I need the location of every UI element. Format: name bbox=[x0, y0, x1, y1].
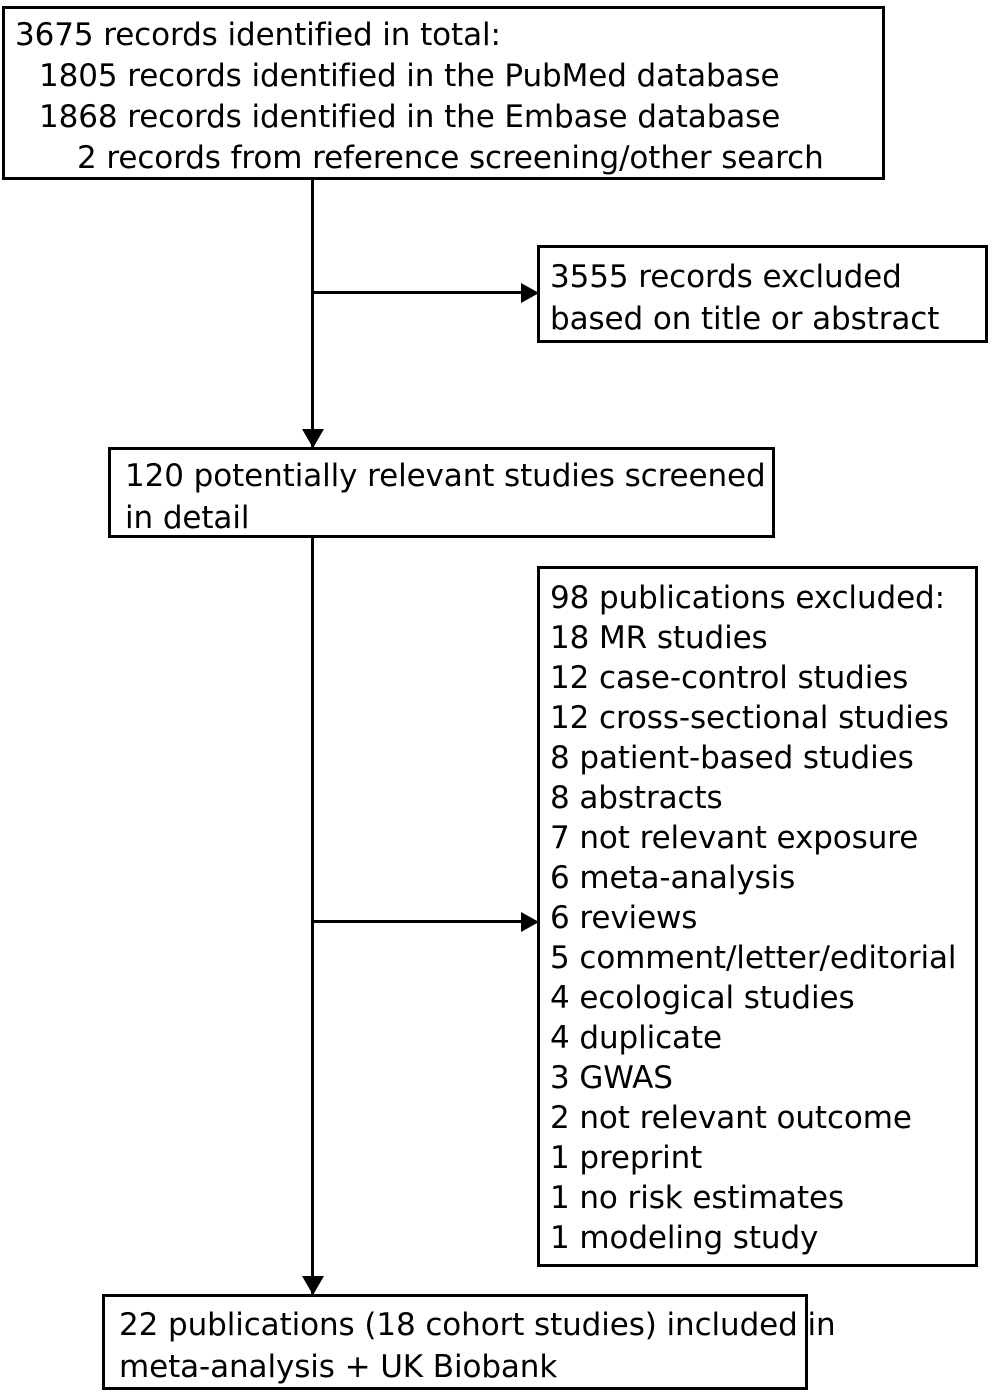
exclusion-reason-preprint: 1 preprint bbox=[550, 1140, 703, 1176]
box-excluded-title-abstract: 3555 records excluded based on title or … bbox=[537, 245, 988, 343]
exclusion-reason-gwas: 3 GWAS bbox=[550, 1060, 673, 1096]
exclusion-reason-patient-based: 8 patient-based studies bbox=[550, 740, 914, 776]
box-screened-in-detail: 120 potentially relevant studies screene… bbox=[108, 447, 775, 538]
exclusion-reason-case-control: 12 case-control studies bbox=[550, 660, 909, 696]
connector-branch-publications-excluded bbox=[311, 920, 523, 923]
included-line-1: 22 publications (18 cohort studies) incl… bbox=[119, 1307, 836, 1343]
connector-trunk-vertical bbox=[311, 180, 314, 1300]
exclusion-reason-cross-sectional: 12 cross-sectional studies bbox=[550, 700, 949, 736]
exclusion-reason-modeling-study: 1 modeling study bbox=[550, 1220, 819, 1256]
exclusion-reason-not-relevant-exposure: 7 not relevant exposure bbox=[550, 820, 919, 856]
included-line-2: meta-analysis + UK Biobank bbox=[119, 1349, 558, 1385]
box-excluded-title-abstract-text: 3555 records excluded based on title or … bbox=[540, 248, 985, 340]
screened-in-detail-line-2: in detail bbox=[125, 500, 250, 536]
connector-branch-excluded-title-abstract bbox=[311, 291, 523, 294]
exclusion-reason-meta-analysis: 6 meta-analysis bbox=[550, 860, 796, 896]
records-line-total: 3675 records identified in total: bbox=[15, 17, 501, 53]
box-records-identified: 3675 records identified in total: 1805 r… bbox=[2, 6, 885, 180]
exclusion-reason-reviews: 6 reviews bbox=[550, 900, 698, 936]
exclusion-reason-ecological: 4 ecological studies bbox=[550, 980, 855, 1016]
screened-in-detail-line-1: 120 potentially relevant studies screene… bbox=[125, 458, 766, 494]
arrow-right-excluded-title-abstract bbox=[521, 283, 539, 303]
exclusion-reason-abstracts: 8 abstracts bbox=[550, 780, 723, 816]
exclusion-reason-no-risk-estimates: 1 no risk estimates bbox=[550, 1180, 845, 1216]
records-line-reference-screening: 2 records from reference screening/other… bbox=[77, 140, 824, 176]
exclusion-reason-not-relevant-outcome: 2 not relevant outcome bbox=[550, 1100, 912, 1136]
excluded-title-abstract-line-1: 3555 records excluded bbox=[550, 259, 902, 295]
box-screened-in-detail-text: 120 potentially relevant studies screene… bbox=[111, 450, 772, 539]
arrow-right-publications-excluded bbox=[521, 912, 539, 932]
arrow-down-screened-in-detail bbox=[302, 429, 324, 448]
box-included-publications-text: 22 publications (18 cohort studies) incl… bbox=[105, 1297, 836, 1388]
arrow-down-included bbox=[302, 1276, 324, 1295]
box-publications-excluded: 98 publications excluded: 18 MR studies … bbox=[537, 566, 978, 1267]
exclusion-reason-mr-studies: 18 MR studies bbox=[550, 620, 768, 656]
box-records-identified-text: 3675 records identified in total: 1805 r… bbox=[5, 9, 882, 179]
publications-excluded-heading: 98 publications excluded: bbox=[550, 580, 945, 616]
box-included-publications: 22 publications (18 cohort studies) incl… bbox=[102, 1294, 836, 1390]
records-line-pubmed: 1805 records identified in the PubMed da… bbox=[39, 58, 780, 94]
exclusion-reason-duplicate: 4 duplicate bbox=[550, 1020, 722, 1056]
excluded-title-abstract-line-2: based on title or abstract bbox=[550, 301, 940, 337]
exclusion-reason-comment-letter-editorial: 5 comment/letter/editorial bbox=[550, 940, 957, 976]
box-publications-excluded-text: 98 publications excluded: 18 MR studies … bbox=[540, 569, 975, 1258]
records-line-embase: 1868 records identified in the Embase da… bbox=[39, 99, 781, 135]
